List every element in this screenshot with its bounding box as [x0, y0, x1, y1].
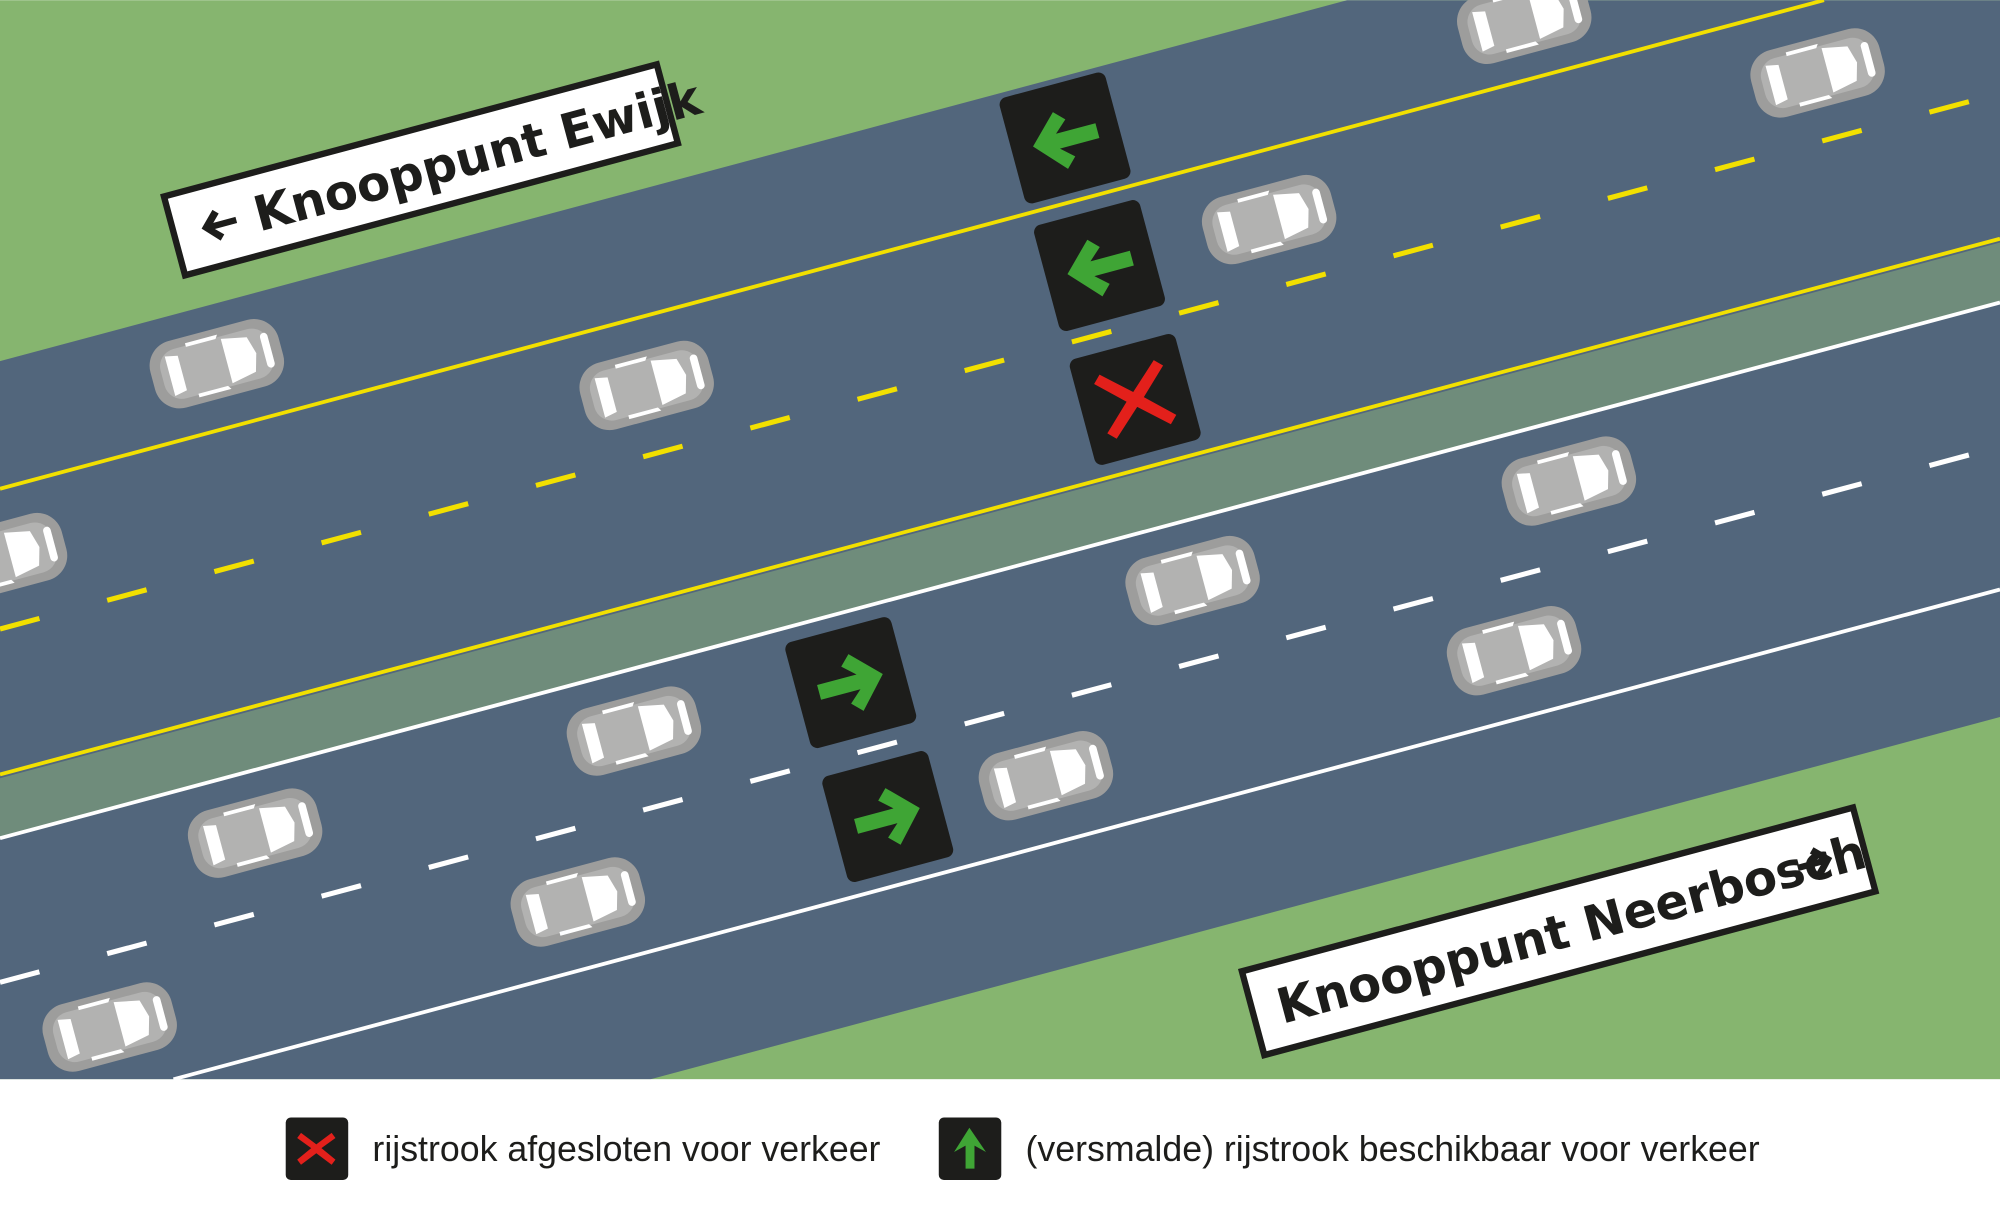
legend-item-closed: rijstrook afgesloten voor verkeer	[285, 1117, 881, 1181]
legend-label: (versmalde) rijstrook beschikbaar voor v…	[1026, 1129, 1760, 1169]
white-edge-line-lower	[172, 587, 2000, 1082]
legend-label: rijstrook afgesloten voor verkeer	[372, 1129, 880, 1169]
arrow-left-icon	[201, 209, 238, 241]
legend-item-open: (versmalde) rijstrook beschikbaar voor v…	[938, 1117, 1760, 1181]
median-strip	[0, 242, 2000, 839]
white-edge-line	[0, 300, 2000, 841]
lane-signal-cross	[1068, 332, 1203, 467]
yellow-edge-line	[0, 0, 1825, 491]
arrow-right-icon	[1797, 847, 1833, 879]
yellow-edge-line-lower	[0, 236, 2000, 777]
white-lane-dashes	[0, 444, 2000, 985]
yellow-lane-dashes	[0, 90, 2000, 632]
